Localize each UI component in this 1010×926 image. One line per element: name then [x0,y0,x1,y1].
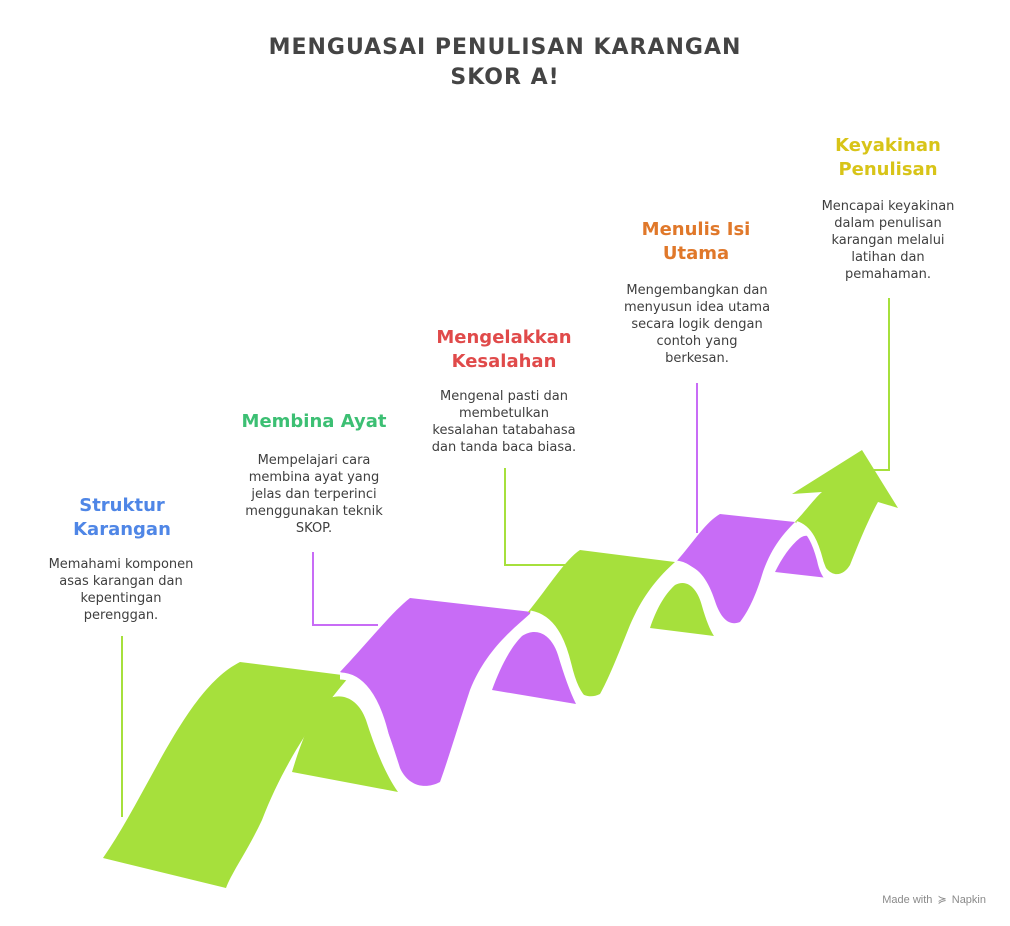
step-3-title-line-2: Kesalahan [451,351,557,372]
step-band-2 [340,598,532,786]
step-1-description: Memahami komponen asas karangan dan kepe… [30,556,212,624]
step-4-desc-line: Mengembangkan dan [626,283,768,298]
step-5-desc-line: karangan melalui [831,233,945,248]
napkin-brand-label: Napkin [951,894,986,906]
step-1-title: Struktur Karangan [40,494,204,542]
napkin-credit[interactable]: Made with ≽ Napkin [882,893,986,906]
page-title-line-1: MENGUASAI PENULISAN KARANGAN [268,35,742,60]
step-band-4-tail [650,582,714,636]
connector-line-3 [504,468,565,566]
step-band-2-tail [292,696,398,792]
step-1-title-line-2: Karangan [73,519,171,540]
step-5-title: Keyakinan Penulisan [796,134,980,182]
step-5-description: Mencapai keyakinan dalam penulisan karan… [794,198,982,283]
step-4-desc-line: secara logik dengan [631,317,763,332]
made-with-label: Made with [882,894,933,906]
step-band-5-arrow [792,450,898,575]
step-4-desc-line: berkesan. [665,351,729,366]
step-3-description: Mengenal pasti dan membetulkan kesalahan… [410,388,598,456]
step-1-desc-line: Memahami komponen [48,557,194,572]
step-5-desc-line: dalam penulisan [834,216,942,231]
step-5-desc-line: Mencapai keyakinan [821,199,955,214]
step-2-desc-line: SKOP. [295,521,333,536]
step-2-description: Mempelajari cara membina ayat yang jelas… [222,452,406,537]
step-band-4 [676,514,795,624]
step-3-desc-line: dan tanda baca biasa. [431,440,577,455]
step-4-title: Menulis Isi Utama [604,218,788,266]
step-5-title-line-1: Keyakinan [835,135,941,156]
step-4-desc-line: contoh yang [656,334,738,349]
step-4-desc-line: menyusun idea utama [623,300,771,315]
step-4-title-line-2: Utama [662,243,730,264]
step-1-title-line-1: Struktur [79,495,165,516]
step-5-title-line-2: Penulisan [838,159,938,180]
connector-line-5 [872,298,890,471]
step-1-desc-line: perenggan. [83,608,159,623]
step-2-desc-line: membina ayat yang [248,470,380,485]
step-3-title-line-1: Mengelakkan [436,327,572,348]
page-title-line-2: SKOR A! [450,65,560,90]
connector-line-2 [312,552,378,626]
step-1-desc-line: asas karangan dan [59,574,183,589]
step-band-3-tail [492,632,576,704]
step-band-1 [103,662,350,888]
step-4-title-line-1: Menulis Isi [641,219,751,240]
step-2-title-line-1: Membina Ayat [241,411,387,432]
step-5-desc-line: pemahaman. [844,267,932,282]
step-4-description: Mengembangkan dan menyusun idea utama se… [600,282,794,367]
step-3-desc-line: Mengenal pasti dan [440,389,568,404]
step-1-desc-line: kepentingan [80,591,162,606]
step-5-desc-line: latihan dan [851,250,925,265]
step-3-title: Mengelakkan Kesalahan [412,326,596,374]
step-3-desc-line: membetulkan [458,406,550,421]
step-3-desc-line: kesalahan tatabahasa [432,423,576,438]
step-2-title: Membina Ayat [222,410,406,434]
step-2-desc-line: Mempelajari cara [257,453,371,468]
step-2-desc-line: menggunakan teknik [245,504,383,519]
napkin-logo-icon: ≽ [937,894,947,906]
step-2-desc-line: jelas dan terperinci [251,487,377,502]
